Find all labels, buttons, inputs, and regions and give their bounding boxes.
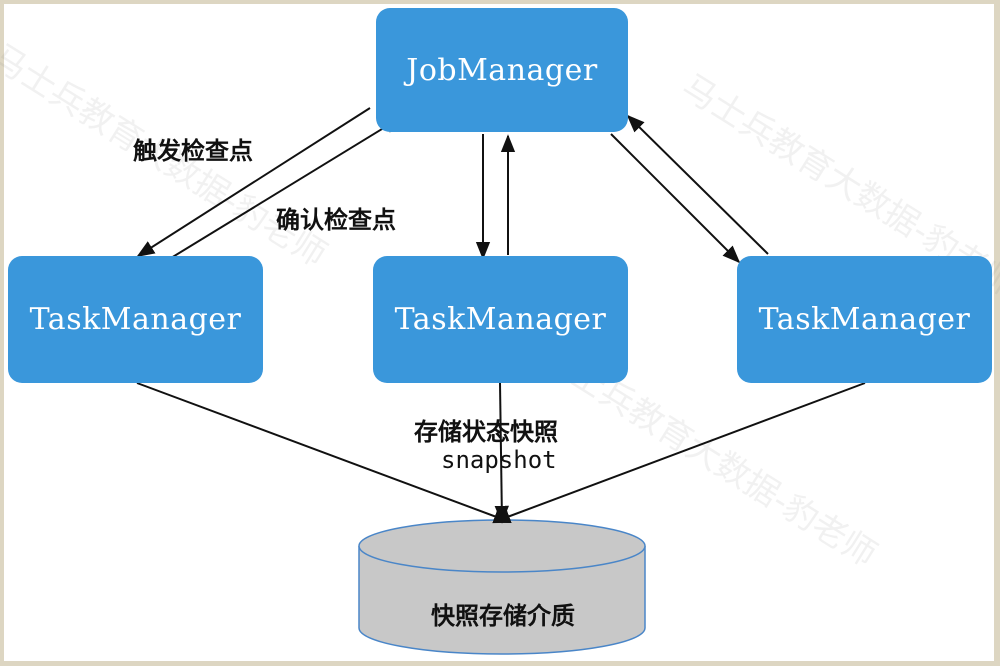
trigger-checkpoint-label: 触发检查点 (133, 137, 253, 165)
storage-label: 快照存储介质 (431, 602, 575, 630)
arrow-jm-to-tm3 (610, 133, 741, 264)
job-manager-node: JobManager (376, 8, 628, 132)
storage-cylinder (358, 519, 646, 655)
arrow-tm3-to-storage (492, 382, 866, 524)
arrow-tm1-to-storage (136, 382, 512, 524)
arrow-tm2-to-storage (494, 382, 509, 524)
arrow-tm3-to-jm (626, 114, 769, 255)
arrow-trigger-to-tm1 (136, 107, 371, 257)
task-manager-node-3: TaskManager (737, 256, 992, 383)
task-manager-node-2: TaskManager (373, 256, 628, 383)
snapshot-label: snapshot (441, 446, 557, 474)
arrow-confirm-to-jm (170, 117, 402, 259)
task-manager-node-1: TaskManager (8, 256, 263, 383)
store-snapshot-label: 存储状态快照 (414, 418, 558, 446)
confirm-checkpoint-label: 确认检查点 (276, 206, 396, 234)
